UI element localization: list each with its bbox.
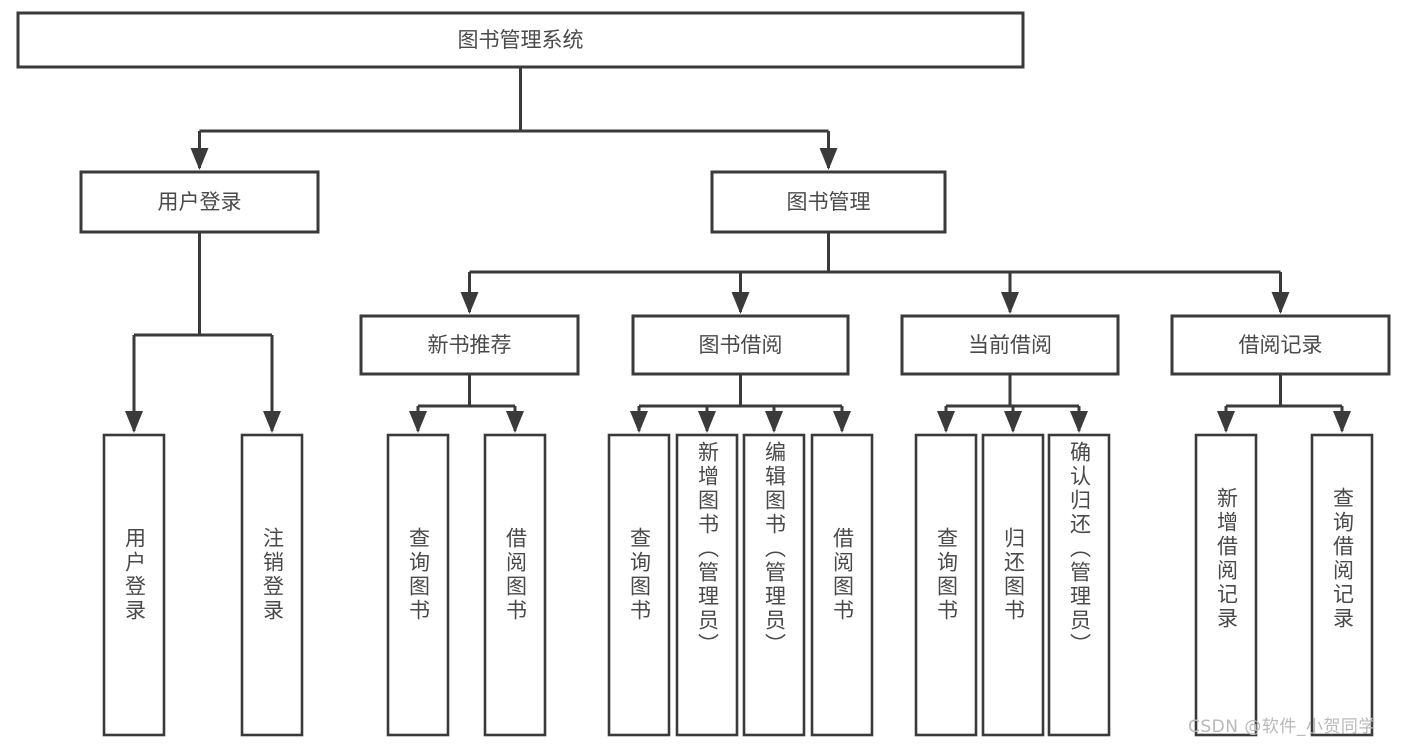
node-user-logout[interactable]	[240, 433, 304, 737]
arrow-head-icon	[630, 411, 648, 433]
node-query-book-1[interactable]	[386, 433, 450, 737]
arrow-head-icon	[731, 292, 750, 314]
arrow-head-icon	[460, 292, 479, 314]
arrow-head-icon	[1271, 292, 1290, 314]
watermark: CSDN @软件_小贺同学	[1188, 717, 1376, 737]
node-query-borrow-record[interactable]	[1310, 433, 1374, 737]
node-label-user-login: 用户登录	[158, 190, 242, 214]
node-query-book-2[interactable]	[607, 433, 671, 737]
node-label-new-book-recommend: 新书推荐	[428, 333, 512, 357]
arrow-head-icon	[1001, 292, 1019, 314]
arrow-head-icon	[833, 411, 851, 433]
arrow-head-icon	[937, 411, 955, 433]
node-label-book-manage: 图书管理	[787, 190, 871, 214]
connector-layer	[125, 67, 1351, 433]
node-book-manage[interactable]	[710, 170, 947, 234]
node-edit-book[interactable]	[742, 433, 806, 737]
node-root[interactable]	[16, 11, 1025, 69]
arrow-head-icon	[190, 148, 209, 170]
arrow-head-icon	[1070, 411, 1088, 433]
node-borrow-book-2[interactable]	[810, 433, 874, 737]
arrow-head-icon	[263, 411, 281, 433]
node-label-current-borrow: 当前借阅	[968, 333, 1052, 357]
arrow-head-icon	[765, 411, 783, 433]
arrow-head-icon	[506, 411, 524, 433]
node-borrow-book-1[interactable]	[483, 433, 547, 737]
arrow-head-icon	[1333, 411, 1351, 433]
node-label-borrow-record: 借阅记录	[1239, 333, 1323, 357]
node-new-book-recommend[interactable]	[359, 314, 580, 376]
node-add-book[interactable]	[675, 433, 739, 737]
node-label-root: 图书管理系统	[458, 28, 584, 52]
node-borrow-record[interactable]	[1170, 314, 1391, 376]
node-box-layer	[16, 11, 1391, 737]
node-add-borrow-record[interactable]	[1194, 433, 1258, 737]
node-query-book-3[interactable]	[914, 433, 978, 737]
arrow-head-icon	[1004, 411, 1022, 433]
node-book-borrow[interactable]	[631, 314, 850, 376]
arrow-head-icon	[1217, 411, 1235, 433]
arrow-head-icon	[819, 148, 838, 170]
node-return-book[interactable]	[981, 433, 1045, 737]
arrow-head-icon	[409, 411, 427, 433]
arrow-head-icon	[698, 411, 716, 433]
node-user-login[interactable]	[79, 170, 320, 234]
node-label-book-borrow: 图书借阅	[699, 333, 783, 357]
node-current-borrow[interactable]	[900, 314, 1120, 376]
node-confirm-return[interactable]	[1047, 433, 1111, 737]
arrow-head-icon	[125, 411, 143, 433]
node-user-login-do[interactable]	[102, 433, 166, 737]
